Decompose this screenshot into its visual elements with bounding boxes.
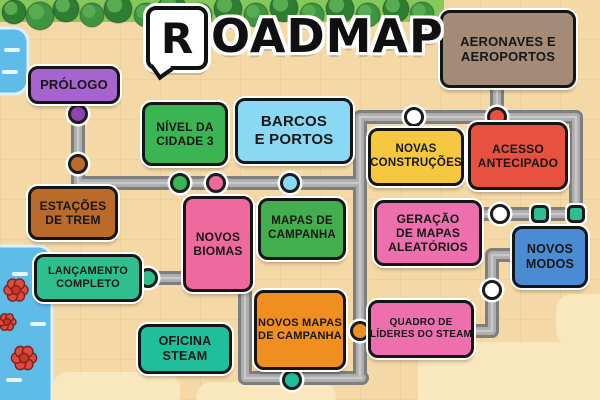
milestone-novos-modos: NOVOS MODOS: [512, 226, 588, 288]
tree-icon: [213, 0, 243, 24]
milestone-oficina-steam: OFICINA STEAM: [138, 324, 232, 374]
wave-mark-icon: [2, 70, 18, 74]
tree-icon: [103, 0, 133, 24]
tree-icon: [409, 1, 435, 27]
milestone-label: NOVOS MODOS: [525, 242, 575, 271]
title-word: OADMAP: [211, 9, 444, 63]
milestone-lancamento-completo: LANÇAMENTO COMPLETO: [34, 254, 142, 302]
milestone-label: NÍVEL DA CIDADE 3: [156, 119, 214, 148]
flower-cluster-icon: [0, 313, 17, 331]
road-node: [279, 367, 305, 393]
milestone-label: NOVOS BIOMAS: [193, 229, 243, 258]
tree-icon: [25, 1, 55, 31]
milestone-nivel-da-cidade-3: NÍVEL DA CIDADE 3: [142, 102, 228, 166]
road-square-node: [529, 203, 551, 225]
road-node: [167, 170, 193, 196]
milestone-acesso-antecipado: ACESSO ANTECIPADO: [468, 122, 568, 190]
milestone-label: ACESSO ANTECIPADO: [477, 141, 559, 170]
milestone-prologo: PRÓLOGO: [28, 66, 120, 104]
milestone-label: MAPAS DE CAMPANHA: [268, 215, 336, 241]
sand-patch: [556, 294, 600, 346]
roadmap-title: R OADMAP: [146, 6, 444, 81]
milestone-label: PRÓLOGO: [40, 77, 108, 93]
wave-mark-icon: [12, 272, 28, 276]
flower-cluster-icon: [10, 345, 38, 371]
road-node: [479, 277, 505, 303]
road-node: [401, 104, 427, 130]
flower-cluster-icon: [3, 278, 29, 302]
tree-icon: [382, 0, 410, 23]
tree-icon: [52, 0, 80, 23]
milestone-label: QUADRO DE LÍDERES DO STEAM: [369, 317, 473, 340]
road-segment: [358, 115, 499, 185]
road-segment: [495, 115, 578, 242]
tree-icon: [269, 0, 299, 23]
tree-icon: [79, 2, 105, 28]
milestone-barcos-e-portos: BARCOS E PORTOS: [235, 98, 353, 164]
road-node: [65, 151, 91, 177]
milestone-label: LANÇAMENTO COMPLETO: [47, 265, 128, 290]
milestone-estacoes-de-trem: ESTAÇÕES DE TREM: [28, 186, 118, 240]
water-patch: [0, 26, 30, 96]
milestone-mapas-de-campanha: MAPAS DE CAMPANHA: [258, 198, 346, 260]
milestone-quadro-de-lideres-do-steam: QUADRO DE LÍDERES DO STEAM: [368, 300, 474, 358]
road-node: [203, 170, 229, 196]
road-node: [487, 201, 513, 227]
tree-icon: [1, 0, 27, 25]
tree-icon: [243, 2, 269, 28]
tree-icon: [325, 0, 355, 24]
milestone-novas-construcoes: NOVAS CONSTRUÇÕES: [368, 128, 464, 186]
milestone-novos-biomas: NOVOS BIOMAS: [183, 196, 253, 292]
sand-patch: [52, 372, 180, 400]
tree-icon: [355, 2, 381, 28]
road-node: [65, 101, 91, 127]
tree-icon: [299, 2, 325, 28]
wave-mark-icon: [4, 48, 20, 52]
milestone-label: NOVAS CONSTRUÇÕES: [370, 143, 462, 169]
wave-mark-icon: [6, 378, 22, 382]
road-square-node: [565, 203, 587, 225]
milestone-geracao-de-mapas-aleatorios: GERAÇÃO DE MAPAS ALEATÓRIOS: [374, 200, 482, 266]
road-node: [347, 318, 373, 344]
milestone-label: BARCOS E PORTOS: [254, 113, 334, 148]
milestone-label: OFICINA STEAM: [158, 334, 212, 363]
milestone-label: AERONAVES E AEROPORTOS: [460, 33, 556, 64]
milestone-label: NOVOS MAPAS DE CAMPANHA: [258, 317, 342, 342]
milestone-novos-mapas-de-campanha: NOVOS MAPAS DE CAMPANHA: [254, 290, 346, 370]
milestone-aeronaves-e-aeroportos: AERONAVES E AEROPORTOS: [440, 10, 576, 88]
wave-mark-icon: [30, 322, 46, 326]
title-bubble-letter: R: [160, 13, 194, 63]
milestone-label: GERAÇÃO DE MAPAS ALEATÓRIOS: [388, 211, 468, 255]
title-letter-bubble: R: [146, 6, 208, 81]
milestone-label: ESTAÇÕES DE TREM: [39, 198, 107, 227]
road-node: [277, 170, 303, 196]
